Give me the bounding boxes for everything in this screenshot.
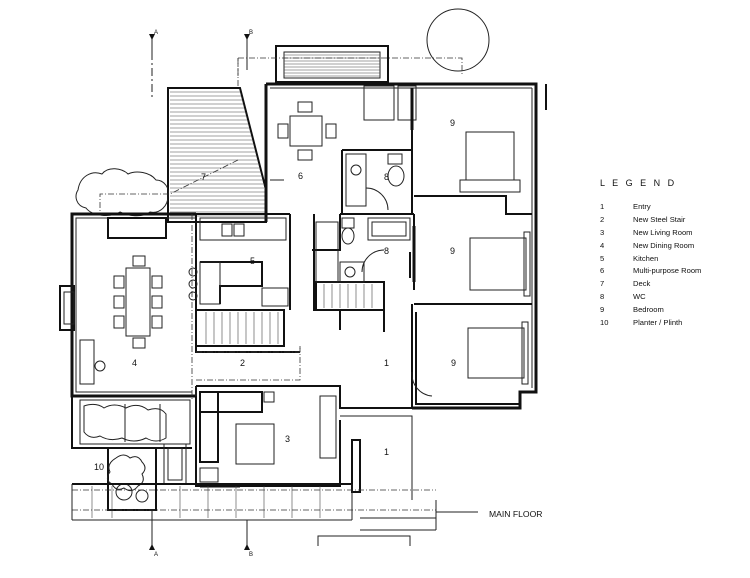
room-tag-bedroom-2: 9 (450, 246, 455, 256)
legend-label: New Dining Room (633, 240, 695, 250)
svg-text:A: A (154, 30, 158, 36)
room-tag-dining: 4 (132, 358, 137, 368)
corridor-stair (315, 281, 385, 311)
main-house-walls (195, 82, 547, 500)
floor-label: MAIN FLOOR (489, 509, 542, 519)
legend-number: 4 (600, 240, 605, 250)
kitchen-fixtures (188, 217, 289, 307)
legend-label: Entry (633, 202, 651, 211)
room-tag-bedroom-3: 9 (451, 358, 456, 368)
svg-text:B: B (249, 552, 253, 558)
legend-number: 3 (600, 227, 605, 237)
room-tag-bedroom-1: 9 (450, 118, 455, 128)
wc-upper (345, 153, 411, 241)
planter-plinth (71, 396, 192, 511)
legend-item: 8 WC (600, 291, 750, 304)
legend-label: New Steel Stair (633, 214, 686, 224)
legend-number: 1 (600, 202, 605, 211)
living-room (199, 391, 337, 488)
legend-number: 7 (600, 279, 605, 289)
legend-number: 5 (600, 253, 605, 263)
top-planter-box (275, 45, 389, 83)
legend-label: WC (633, 292, 646, 302)
wc-lower (315, 217, 411, 283)
legend-item: 10 Planter / Plinth (600, 317, 750, 330)
room-tag-wc-lower: 8 (384, 246, 389, 256)
section-marker-b-bottom: B (244, 520, 253, 558)
room-tag-deck: 7 (201, 172, 206, 182)
legend-label: Deck (633, 279, 651, 289)
svg-text:A: A (154, 552, 158, 558)
legend-title: L E G E N D (600, 178, 677, 188)
legend-item: 7 Deck (600, 278, 750, 291)
legend-label: Bedroom (633, 305, 664, 315)
legend-item: 2 New Steel Stair (600, 214, 750, 227)
legend-item: 1 Entry (600, 201, 750, 214)
legend-label: Kitchen (633, 253, 659, 263)
dining-room (59, 212, 196, 400)
room-tag-entry-hall: 1 (384, 358, 389, 368)
section-marker-b-top: B (244, 30, 253, 70)
legend-label: New Living Room (633, 227, 693, 237)
room-tag-wc-upper: 8 (384, 172, 389, 182)
section-marker-a-top: A (149, 30, 158, 100)
room-tag-entry-porch: 1 (384, 447, 389, 457)
multipurpose-table (264, 101, 337, 181)
legend-item: 3 New Living Room (600, 227, 750, 240)
legend-number: 2 (600, 214, 605, 224)
legend-item: 9 Bedroom (600, 304, 750, 317)
bedroom-lower (411, 312, 538, 405)
legend-item: 4 New Dining Room (600, 240, 750, 253)
bedroom-top (363, 85, 538, 193)
legend-item: 5 Kitchen (600, 253, 750, 266)
steel-stair (195, 309, 285, 347)
deck-area (99, 58, 267, 223)
room-tag-kitchen: 5 (250, 256, 255, 266)
front-planter-band (71, 483, 478, 546)
legend-number: 9 (600, 305, 605, 315)
room-tag-living: 3 (285, 434, 290, 444)
shrub-outline (75, 168, 169, 217)
tree-canopy (426, 8, 490, 72)
svg-text:B: B (249, 30, 253, 36)
room-tag-planter: 10 (94, 462, 104, 472)
legend-number: 6 (600, 266, 605, 276)
legend-label: Planter / Plinth (633, 318, 683, 328)
legend-number: 8 (600, 292, 605, 302)
room-tag-multipurpose: 6 (298, 171, 303, 181)
legend-item: 6 Multi-purpose Room (600, 265, 750, 278)
room-tag-stair: 2 (240, 358, 245, 368)
legend-number: 10 (600, 318, 609, 328)
section-marker-a-bottom: A (149, 510, 158, 558)
legend-label: Multi-purpose Room (633, 266, 702, 276)
bedroom-middle (412, 226, 538, 297)
